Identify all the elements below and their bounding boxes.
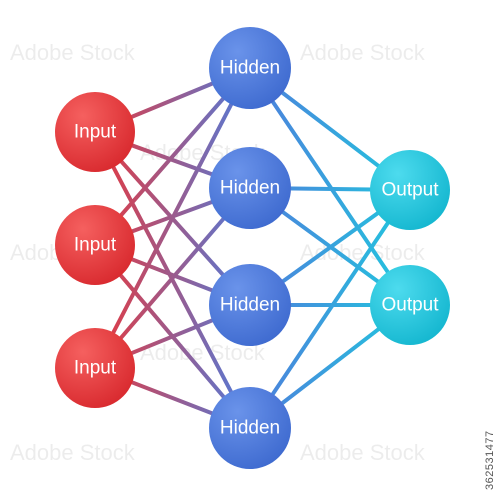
nodes: InputInputInputHiddenHiddenHiddenHiddenO… — [55, 27, 450, 469]
hidden-node-circle — [209, 387, 291, 469]
stock-id: 362531477 — [484, 430, 496, 490]
edge-hidden-4-to-output-1 — [248, 188, 412, 430]
input-node-label: Input — [74, 122, 117, 143]
output-node-2: Output — [370, 265, 450, 345]
hidden-node-label: Hidden — [220, 295, 280, 316]
input-node-circle — [55, 92, 135, 172]
hidden-node-3: Hidden — [209, 264, 291, 346]
output-node-label: Output — [381, 180, 439, 201]
input-node-2: Input — [55, 205, 135, 285]
hidden-node-circle — [209, 147, 291, 229]
hidden-node-4: Hidden — [209, 387, 291, 469]
input-node-circle — [55, 205, 135, 285]
hidden-node-label: Hidden — [220, 418, 280, 439]
svg-text:Adobe Stock: Adobe Stock — [300, 40, 426, 65]
svg-text:Adobe Stock: Adobe Stock — [300, 440, 426, 465]
input-node-circle — [55, 328, 135, 408]
edge-hidden-1-to-output-2 — [248, 66, 412, 307]
svg-text:Adobe Stock: Adobe Stock — [10, 40, 136, 65]
output-node-circle — [370, 265, 450, 345]
output-node-1: Output — [370, 150, 450, 230]
hidden-node-circle — [209, 27, 291, 109]
input-node-1: Input — [55, 92, 135, 172]
hidden-node-label: Hidden — [220, 178, 280, 199]
output-node-circle — [370, 150, 450, 230]
output-node-label: Output — [381, 295, 439, 316]
input-node-3: Input — [55, 328, 135, 408]
hidden-node-label: Hidden — [220, 58, 280, 79]
hidden-node-2: Hidden — [209, 147, 291, 229]
svg-text:Adobe Stock: Adobe Stock — [10, 440, 136, 465]
edge-input-3-to-hidden-1 — [93, 66, 252, 370]
input-node-label: Input — [74, 358, 117, 379]
input-node-label: Input — [74, 235, 117, 256]
hidden-node-1: Hidden — [209, 27, 291, 109]
hidden-node-circle — [209, 264, 291, 346]
